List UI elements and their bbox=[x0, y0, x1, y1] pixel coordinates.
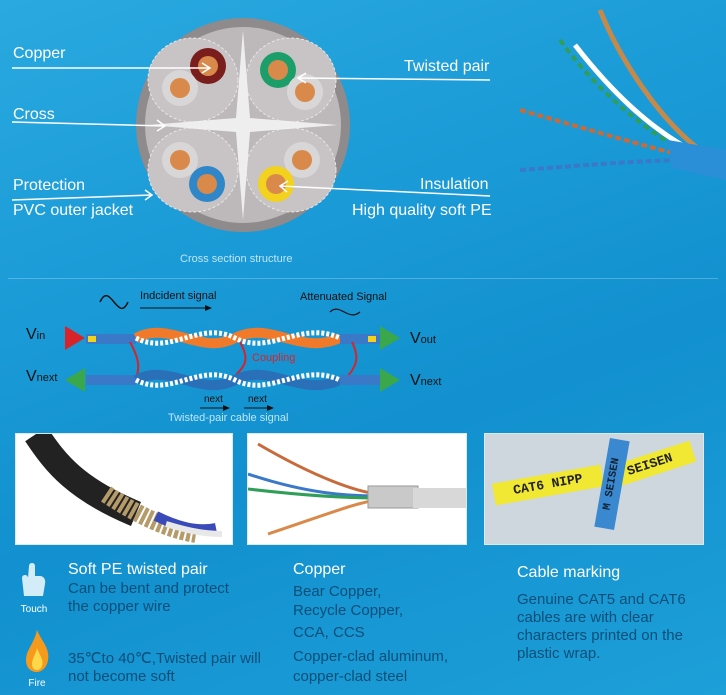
attenuated-signal-label: Attenuated Signal bbox=[300, 291, 387, 303]
divider bbox=[8, 278, 718, 279]
cable-marking-photo: CAT6 NIPP SEISEN M SEISEN bbox=[484, 433, 704, 545]
vout-sub: out bbox=[420, 334, 436, 346]
vout-main: V bbox=[410, 330, 421, 347]
touch-icon bbox=[22, 563, 46, 596]
copper-title: Copper bbox=[293, 561, 346, 578]
touch-icon-label: Touch bbox=[20, 604, 48, 615]
label-pvc-jacket: PVC outer jacket bbox=[13, 202, 134, 219]
soft-pe-text: Can be bent and protect the copper wire bbox=[68, 580, 229, 615]
cable-tag-1: CAT6 NIPP bbox=[491, 464, 605, 506]
cross-section-diagram bbox=[11, 9, 726, 232]
label-insulation: Insulation bbox=[420, 176, 489, 193]
vnext2-sub: next bbox=[420, 376, 442, 388]
vnext2-main: V bbox=[410, 372, 421, 389]
label-soft-pe: High quality soft PE bbox=[352, 202, 492, 219]
fire-icon bbox=[26, 630, 49, 672]
vin-sub: in bbox=[36, 330, 46, 342]
vnext-sub: next bbox=[36, 372, 58, 384]
signal-caption: Twisted-pair cable signal bbox=[168, 412, 289, 424]
soft-pe-title: Soft PE twisted pair bbox=[68, 561, 208, 578]
coupling-label: Coupling bbox=[252, 352, 296, 364]
vin-label: Vin bbox=[26, 326, 45, 344]
label-copper: Copper bbox=[13, 45, 66, 62]
signal-diagram bbox=[65, 294, 400, 411]
copper-illustration bbox=[248, 442, 466, 536]
soft-pe-illustration bbox=[25, 434, 223, 543]
vnext-right-label: Vnext bbox=[410, 372, 441, 390]
label-protection: Protection bbox=[13, 177, 86, 194]
cross-section-caption: Cross section structure bbox=[180, 253, 293, 265]
cable-marking-text: Genuine CAT5 and CAT6 cables are with cl… bbox=[517, 591, 686, 662]
cable-marking-title: Cable marking bbox=[517, 564, 621, 581]
vnext-left-label: Vnext bbox=[26, 368, 57, 386]
next-label-2: next bbox=[248, 394, 267, 405]
vout-label: Vout bbox=[410, 330, 436, 348]
fire-icon-label: Fire bbox=[28, 678, 46, 689]
copper-line-1: Bear Copper, bbox=[293, 583, 382, 600]
copper-line-2: Recycle Copper, bbox=[293, 602, 404, 619]
next-label-1: next bbox=[204, 394, 223, 405]
soft-pe-photo bbox=[15, 433, 233, 545]
label-twisted-pair: Twisted pair bbox=[404, 58, 490, 75]
label-cross: Cross bbox=[13, 106, 55, 123]
vin-main: V bbox=[26, 326, 37, 343]
incident-signal-label: Indcident signal bbox=[140, 290, 217, 302]
fire-text: 35℃to 40℃,Twisted pair will not become s… bbox=[68, 650, 261, 685]
copper-line-5: copper-clad steel bbox=[293, 668, 408, 685]
copper-photo bbox=[247, 433, 467, 545]
copper-line-4: Copper-clad aluminum, bbox=[293, 648, 449, 665]
vnext-main: V bbox=[26, 368, 37, 385]
copper-line-3: CCA, CCS bbox=[293, 624, 365, 641]
